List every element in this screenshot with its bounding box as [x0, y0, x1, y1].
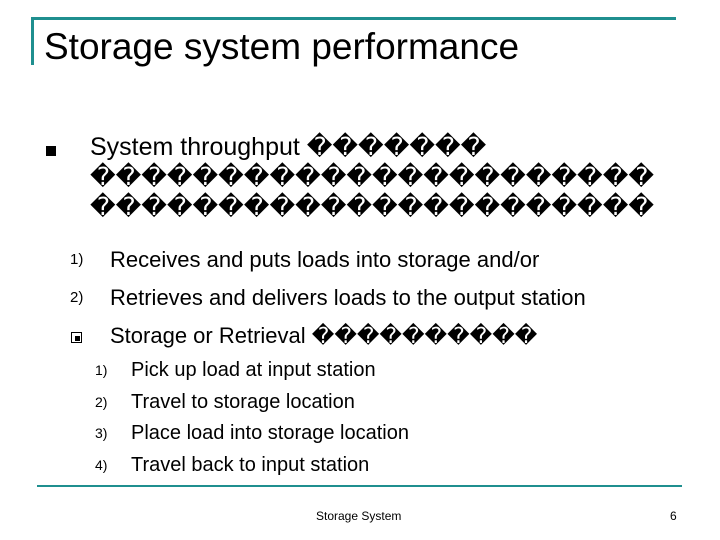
sub-point-number: 2)	[70, 289, 84, 306]
main-bullet-point: System throughput ������� ��������������…	[90, 132, 720, 222]
footer-label: Storage System	[316, 509, 402, 523]
main-bullet-line: System throughput �������	[90, 133, 487, 161]
step-text: Travel to storage location	[131, 390, 355, 413]
sub-point-text: Retrieves and delivers loads to the outp…	[110, 285, 586, 310]
page-number: 6	[670, 509, 677, 523]
step-text: Place load into storage location	[131, 422, 409, 444]
checkbox-bullet-icon	[71, 332, 82, 343]
title-accent-line-left	[31, 17, 34, 65]
slide-title: Storage system performance	[44, 26, 520, 67]
step-text: Travel back to input station	[131, 453, 370, 476]
sub-point-text: Storage or Retrieval ����������	[110, 323, 538, 348]
step-number: 4)	[95, 456, 108, 473]
title-accent-line-top	[31, 17, 676, 20]
main-bullet-line: ����������������������	[90, 163, 654, 191]
sub-point-number: 1)	[70, 251, 84, 268]
main-bullet-line: ����������������������	[90, 193, 654, 221]
footer-divider	[37, 485, 682, 487]
sub-point-text: Receives and puts loads into storage and…	[110, 247, 540, 272]
step-number: 1)	[95, 362, 108, 378]
step-number: 3)	[95, 425, 108, 441]
step-number: 2)	[95, 393, 108, 410]
step-text: Pick up load at input station	[131, 359, 376, 381]
square-bullet-icon	[46, 146, 56, 156]
